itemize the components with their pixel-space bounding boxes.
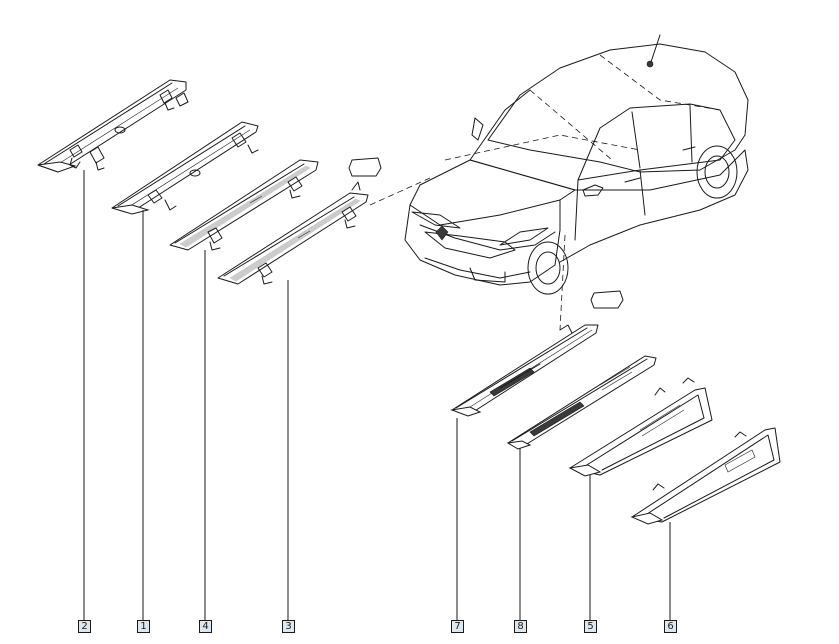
sill-plate-part-2 bbox=[37, 79, 189, 173]
note-box-icon bbox=[348, 157, 382, 191]
sill-plate-part-4 bbox=[169, 159, 319, 251]
sill-plate-part-8 bbox=[506, 355, 657, 450]
callout-2[interactable]: 2 bbox=[78, 620, 91, 633]
callout-5[interactable]: 5 bbox=[584, 620, 597, 633]
sill-plate-part-5 bbox=[568, 377, 713, 477]
sill-plate-part-3 bbox=[217, 192, 369, 285]
callout-1[interactable]: 1 bbox=[137, 620, 150, 633]
callout-6[interactable]: 6 bbox=[664, 620, 677, 633]
callout-8[interactable]: 8 bbox=[514, 620, 527, 633]
note-box-icon bbox=[590, 290, 624, 309]
car-illustration bbox=[369, 34, 749, 331]
leader-lines bbox=[83, 170, 671, 620]
sill-plate-part-7 bbox=[450, 324, 599, 417]
sill-plate-part-1 bbox=[111, 121, 259, 215]
callout-7[interactable]: 7 bbox=[451, 620, 464, 633]
sill-plate-part-6 bbox=[630, 427, 781, 525]
callout-3[interactable]: 3 bbox=[282, 620, 295, 633]
callout-4[interactable]: 4 bbox=[199, 620, 212, 633]
